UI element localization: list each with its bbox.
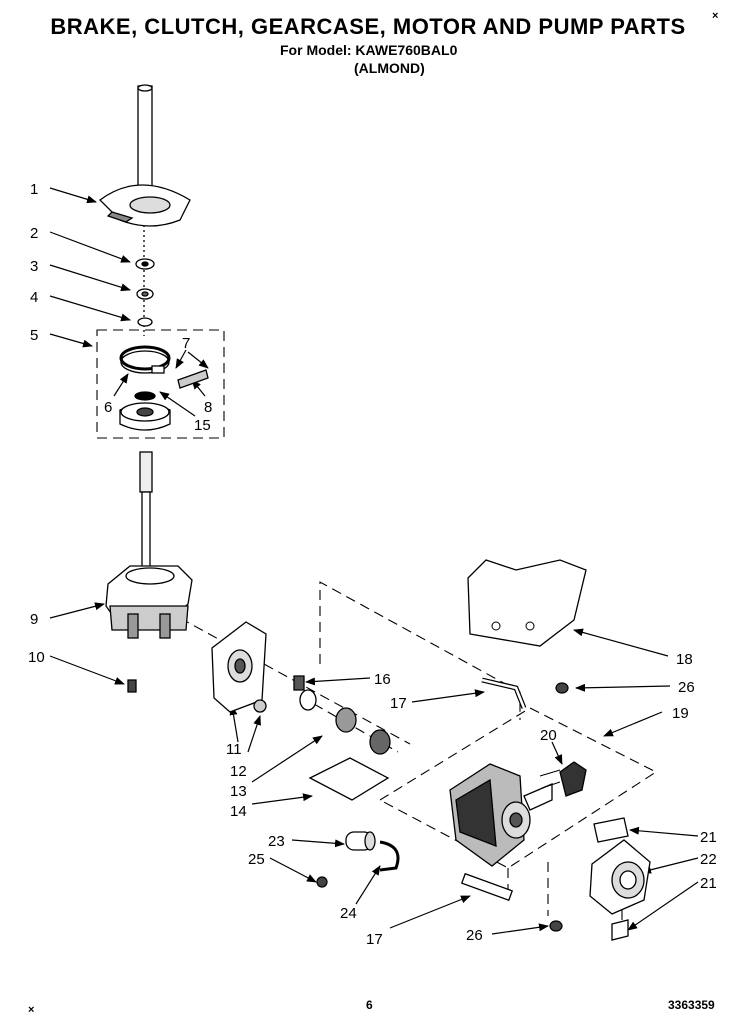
shield-part [308, 757, 390, 801]
washers [135, 258, 155, 327]
gearcase-assembly [105, 451, 193, 693]
callout-26-lower: 26 [466, 927, 483, 944]
callout-14: 14 [230, 803, 247, 820]
document-part-number: 3363359 [668, 998, 715, 1012]
corner-mark-top: × [712, 10, 719, 22]
page-title: BRAKE, CLUTCH, GEARCASE, MOTOR AND PUMP … [50, 14, 686, 39]
brake-cam-part [99, 184, 191, 227]
screws [316, 682, 569, 932]
callout-3: 3 [30, 258, 38, 275]
callout-5: 5 [30, 327, 38, 344]
callout-22: 22 [700, 851, 717, 868]
model-color: (ALMOND) [354, 60, 425, 76]
callout-17-upper: 17 [390, 695, 407, 712]
callout-6: 6 [104, 399, 112, 416]
callout-25: 25 [248, 851, 265, 868]
callout-19: 19 [672, 705, 689, 722]
leader-lines [49, 187, 699, 935]
callout-20: 20 [540, 727, 557, 744]
agitator-shaft [137, 84, 153, 336]
callout-10: 10 [28, 649, 45, 666]
callout-18: 18 [676, 651, 693, 668]
callout-13: 13 [230, 783, 247, 800]
dashed-assembly-lines [96, 329, 658, 936]
callout-26-upper: 26 [678, 679, 695, 696]
callout-8: 8 [204, 399, 212, 416]
callout-4: 4 [30, 289, 38, 306]
model-number: For Model: KAWE760BAL0 [280, 42, 458, 58]
callout-15: 15 [194, 417, 211, 434]
callout-11: 11 [226, 741, 242, 758]
callout-9: 9 [30, 611, 38, 628]
capacitor-part [345, 831, 400, 872]
motor-part [449, 763, 553, 867]
gearcase-cover-plate [211, 621, 267, 713]
callout-23: 23 [268, 833, 285, 850]
motor-switch-part [539, 761, 587, 797]
callout-12: 12 [230, 763, 247, 780]
brake-assembly-parts [119, 345, 209, 431]
callout-7: 7 [182, 335, 190, 352]
brake-assembly-box [96, 329, 225, 439]
callout-16: 16 [374, 671, 391, 688]
callout-1: 1 [30, 181, 38, 198]
callout-21-lower: 21 [700, 875, 717, 892]
callout-labels: 1 2 3 4 5 6 7 8 15 9 10 11 12 13 14 16 1… [28, 181, 717, 948]
page-number: 6 [366, 998, 373, 1012]
corner-mark-bottom: × [28, 1004, 35, 1016]
callout-2: 2 [30, 225, 38, 242]
motor-assembly-box [378, 707, 658, 869]
gasket-part [467, 559, 587, 647]
pump-part [589, 817, 651, 941]
callout-21-upper: 21 [700, 829, 717, 846]
callout-17-lower: 17 [366, 931, 383, 948]
callout-24: 24 [340, 905, 357, 922]
hose-lower [460, 872, 514, 902]
coupling-parts [293, 675, 391, 755]
